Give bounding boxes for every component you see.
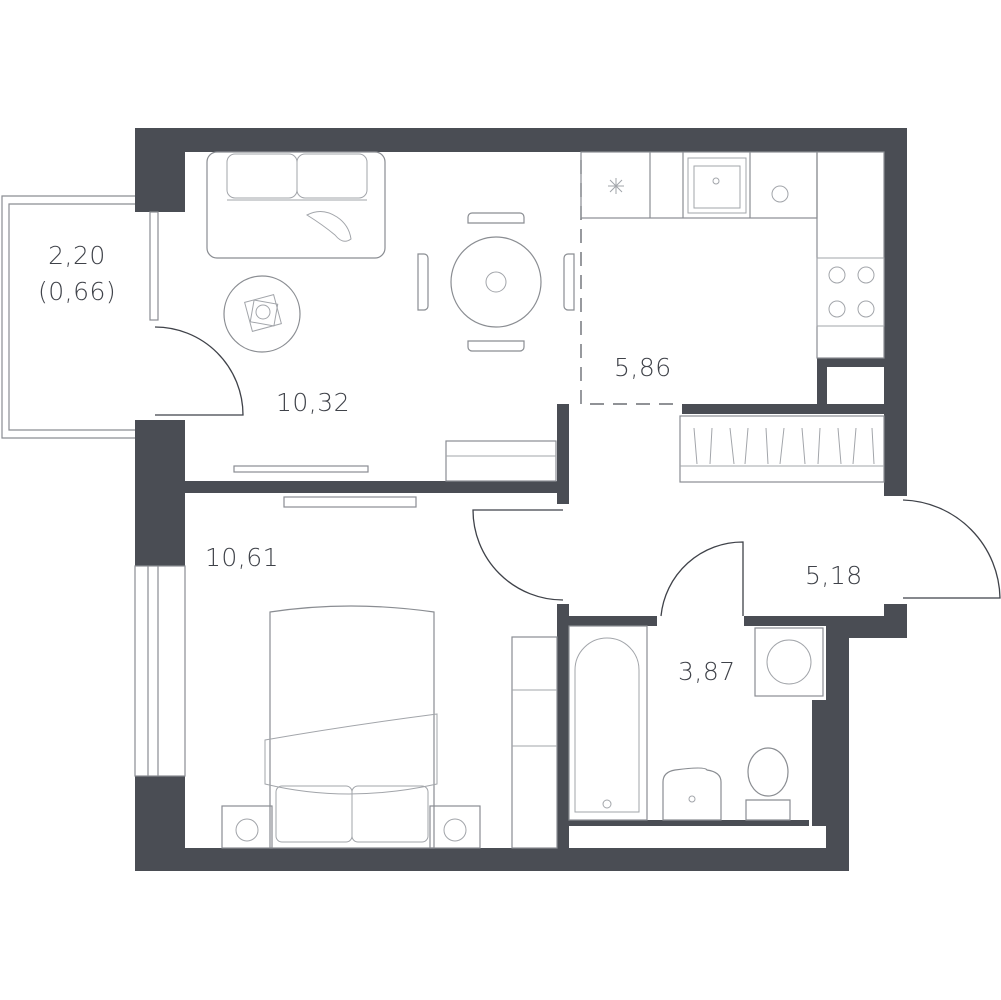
nightstands	[221, 805, 481, 849]
walls	[135, 128, 907, 871]
balcony-area: 2,20	[48, 241, 106, 270]
bedroom-area-label: 10,61	[205, 543, 280, 572]
bedroom-door-swing	[472, 509, 564, 601]
bed	[264, 605, 438, 849]
wall-bath-right	[826, 616, 849, 871]
wall-left-mid	[135, 420, 185, 566]
wall-right-upper	[884, 128, 907, 496]
wall-shaft-top	[817, 358, 884, 367]
kitchen-zone-boundary	[580, 160, 682, 405]
wardrobe	[679, 415, 885, 483]
sofa	[206, 151, 386, 259]
balcony-door-swing	[154, 326, 244, 416]
wall-living-hall	[557, 404, 569, 504]
wall-bedroom-bath	[557, 604, 569, 848]
wall-bath-bottom	[569, 820, 809, 826]
wall-kitchen-hall	[682, 404, 884, 414]
wall-bath-side	[812, 700, 826, 826]
doors	[154, 326, 1001, 617]
sink	[687, 157, 747, 214]
entrance-door-swing	[902, 499, 1001, 599]
living-room-area-label: 10,32	[276, 388, 351, 417]
kitchen-cabinets	[580, 151, 885, 359]
wall-top	[135, 128, 907, 152]
dining-table	[417, 212, 575, 352]
washbasin	[662, 767, 722, 821]
balcony-outline	[1, 195, 135, 439]
balcony	[1, 195, 159, 439]
bathroom-door-swing	[660, 541, 744, 617]
washing-machine	[754, 627, 824, 697]
wall-bath-top-right	[744, 616, 826, 626]
tv-stand-living	[233, 440, 557, 482]
wall-left-upper	[135, 128, 185, 212]
bedroom-shelf	[511, 636, 558, 849]
hallway-area-label: 5,18	[805, 561, 863, 590]
bedroom-window	[134, 565, 186, 777]
kitchen-area-label: 5,86	[614, 353, 672, 382]
toilet	[745, 747, 791, 821]
bathtub	[568, 625, 648, 821]
balcony-door-glass	[149, 211, 159, 321]
balcony-reduced-area: (0,66)	[38, 277, 117, 307]
wall-bath-top-left	[557, 616, 657, 626]
bathroom-area-label: 3,87	[678, 657, 736, 686]
cooktop	[816, 257, 885, 327]
wall-living-bedroom	[185, 481, 568, 493]
coffee-table	[223, 275, 301, 353]
wall-shaft-left	[817, 358, 827, 404]
wall-bottom	[135, 848, 849, 871]
balcony-area-label: 2,20 (0,66)	[38, 238, 116, 311]
tv-stand-bedroom	[283, 496, 417, 508]
